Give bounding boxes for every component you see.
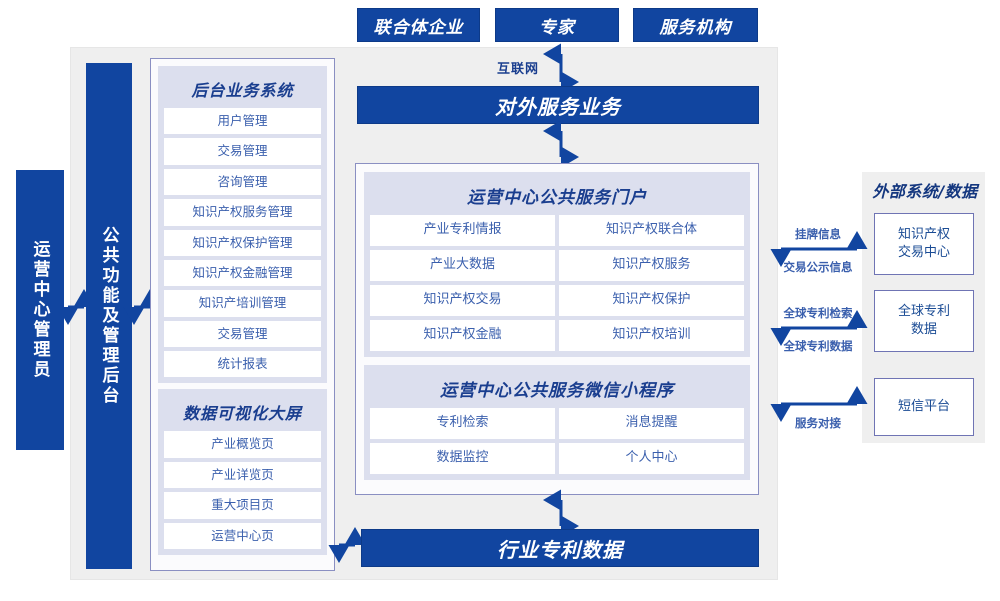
external-box-ip-exchange-center[interactable]: 知识产权 交易中心 (874, 213, 974, 275)
miniprogram-title: 运营中心公共服务微信小程序 (440, 380, 674, 401)
external-systems-title: 外部系统/数据 (872, 182, 978, 201)
backoffice-item[interactable]: 咨询管理 (164, 168, 321, 196)
backoffice-item[interactable]: 用户管理 (164, 108, 321, 135)
connector-label-listing-info: 挂牌信息 (795, 227, 841, 241)
external-box-label: 全球专利 数据 (897, 304, 950, 337)
miniprogram-item[interactable]: 专利检索 (370, 407, 555, 439)
portal-title: 运营中心公共服务门户 (467, 188, 647, 208)
dataviz-title: 数据可视化大屏 (182, 404, 302, 424)
actor-box-service-agency[interactable]: 服务机构 (633, 8, 758, 42)
external-box-global-patent-data[interactable]: 全球专利 数据 (874, 290, 974, 352)
dataviz-item[interactable]: 重大项目页 (164, 492, 321, 519)
panel-to-bottom-arrow (328, 527, 366, 563)
portal-item[interactable]: 产业专利情报 (370, 215, 555, 246)
industry-patent-data-label: 行业专利数据 (497, 537, 623, 562)
backoffice-item[interactable]: 交易管理 (164, 320, 321, 347)
miniprogram-item[interactable]: 数据监控 (370, 442, 555, 474)
internet-label: 互联网 (496, 62, 539, 77)
backend-to-backoffice-arrow (123, 289, 161, 325)
portal-item[interactable]: 知识产权服务 (559, 249, 744, 281)
connector-label-trade-public-info: 交易公示信息 (783, 260, 853, 274)
portal-to-bottom-arrow (543, 489, 579, 537)
backoffice-title: 后台业务系统 (191, 81, 294, 100)
backoffice-item[interactable]: 知识产权服务管理 (164, 199, 321, 226)
actor-box-union-enterprise[interactable]: 联合体企业 (357, 8, 480, 42)
portal-item[interactable]: 知识产权金融 (370, 319, 555, 351)
internet-connector-arrow (543, 43, 579, 93)
dataviz-group: 数据可视化大屏 产业概览页 产业详览页 重大项目页 运营中心页 (158, 389, 327, 555)
service-to-portal-arrow (543, 120, 579, 168)
external-box-label: 知识产权 交易中心 (897, 227, 950, 260)
external-box-label: 短信平台 (897, 399, 950, 415)
external-connector-arrow-2 (770, 310, 868, 346)
external-box-sms-platform[interactable]: 短信平台 (874, 378, 974, 436)
backoffice-item[interactable]: 统计报表 (164, 351, 321, 378)
dataviz-item[interactable]: 运营中心页 (164, 522, 321, 549)
industry-patent-data-bar[interactable]: 行业专利数据 (361, 529, 759, 567)
external-service-bar[interactable]: 对外服务业务 (357, 86, 759, 124)
backoffice-item[interactable]: 知识产培训管理 (164, 290, 321, 317)
actor-box-expert[interactable]: 专家 (495, 8, 619, 42)
dataviz-item[interactable]: 产业详览页 (164, 461, 321, 489)
miniprogram-grid: 专利检索 消息提醒 数据监控 个人中心 (370, 407, 744, 474)
role-label: 运营中心管理员 (29, 240, 50, 380)
backoffice-panel-container: 后台业务系统 用户管理 交易管理 咨询管理 知识产权服务管理 知识产权保护管理 … (150, 58, 335, 571)
actor-label: 服务机构 (659, 17, 732, 38)
miniprogram-group: 运营中心公共服务微信小程序 专利检索 消息提醒 数据监控 个人中心 (364, 364, 750, 480)
dataviz-item[interactable]: 产业概览页 (164, 431, 321, 458)
miniprogram-item[interactable]: 个人中心 (559, 442, 744, 474)
portal-item[interactable]: 知识产权保护 (559, 284, 744, 316)
role-label: 公共功能及管理后台 (98, 226, 119, 406)
backoffice-item[interactable]: 交易管理 (164, 138, 321, 165)
portal-grid: 产业专利情报 知识产权联合体 产业大数据 知识产权服务 知识产权交易 知识产权保… (370, 215, 744, 351)
portal-panel-container: 运营中心公共服务门户 产业专利情报 知识产权联合体 产业大数据 知识产权服务 知… (355, 163, 759, 495)
portal-item[interactable]: 知识产权交易 (370, 284, 555, 316)
miniprogram-item[interactable]: 消息提醒 (559, 407, 744, 439)
admin-to-backend-arrow (57, 289, 95, 325)
connector-label-global-patent-data: 全球专利数据 (783, 339, 853, 353)
backoffice-group: 后台业务系统 用户管理 交易管理 咨询管理 知识产权服务管理 知识产权保护管理 … (158, 66, 327, 384)
backoffice-item[interactable]: 知识产权金融管理 (164, 259, 321, 287)
external-service-label: 对外服务业务 (495, 94, 621, 119)
portal-item[interactable]: 知识产权培训 (559, 319, 744, 351)
backoffice-item[interactable]: 知识产权保护管理 (164, 229, 321, 256)
external-connector-arrow-3 (770, 386, 868, 422)
portal-item[interactable]: 产业大数据 (370, 249, 555, 281)
role-bar-common-backend[interactable]: 公共功能及管理后台 (86, 63, 132, 569)
connector-label-global-patent-search: 全球专利检索 (783, 306, 853, 320)
external-connector-arrow-1 (770, 231, 868, 267)
actor-label: 联合体企业 (373, 17, 464, 38)
connector-label-service-integration: 服务对接 (795, 416, 841, 430)
actor-label: 专家 (539, 17, 575, 38)
portal-item[interactable]: 知识产权联合体 (559, 215, 744, 246)
portal-group: 运营中心公共服务门户 产业专利情报 知识产权联合体 产业大数据 知识产权服务 知… (364, 172, 750, 357)
role-bar-operations-admin[interactable]: 运营中心管理员 (16, 170, 64, 450)
